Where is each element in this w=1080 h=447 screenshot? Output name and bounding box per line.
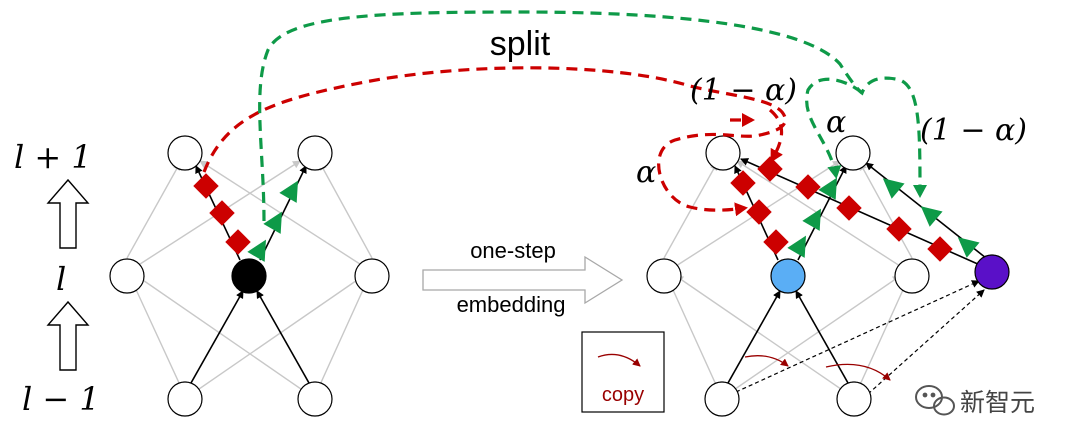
right-grey-edges <box>663 160 913 399</box>
right-node-bottom-left <box>704 381 740 417</box>
left-green-triangle-markers <box>247 180 298 262</box>
right-black-edges <box>727 158 987 384</box>
right-green-triangle-markers <box>787 177 980 258</box>
left-node-mid-right <box>354 258 390 294</box>
weight-labels: split (1 − α) α α (1 − α) <box>490 25 1027 190</box>
right-node-mid-right <box>894 258 930 294</box>
arrow-label-bottom: embedding <box>457 292 566 317</box>
right-node-bottom-right <box>836 381 872 417</box>
weight-left-alpha: α <box>636 155 656 190</box>
weight-left-one-minus-alpha: (1 − α) <box>690 73 797 108</box>
left-red-diamond-markers <box>193 173 251 255</box>
left-node-mid-left <box>109 258 145 294</box>
right-node-top-left <box>705 135 741 171</box>
right-graph <box>646 135 1010 417</box>
left-node-top-right <box>297 135 333 171</box>
left-node-top-left <box>167 135 203 171</box>
red-flow-paths <box>202 66 787 217</box>
copy-legend-label: copy <box>602 384 644 406</box>
weight-right-alpha: α <box>826 105 846 140</box>
left-graph <box>109 135 390 417</box>
right-node-mid-center-blue <box>770 258 806 294</box>
layer-label-lower: l − 1 <box>22 380 100 418</box>
left-node-bottom-right <box>297 381 333 417</box>
watermark-text: 新智元 <box>960 389 1035 417</box>
title-split: split <box>490 25 551 63</box>
right-node-top-right <box>835 135 871 171</box>
layer-label-middle: l <box>56 260 66 298</box>
layer-axis: l + 1 l l − 1 <box>14 138 100 418</box>
one-step-embedding-arrow: one-step embedding <box>422 238 624 317</box>
layer-label-upper: l + 1 <box>14 138 92 176</box>
green-flow-paths <box>258 10 927 222</box>
copy-arrow-icon <box>597 353 641 367</box>
weight-right-one-minus-alpha: (1 − α) <box>920 113 1027 148</box>
wechat-icon <box>915 385 955 416</box>
arrow-label-top: one-step <box>470 238 556 263</box>
copy-legend-box <box>581 331 665 413</box>
watermark: 新智元 <box>915 385 1035 417</box>
left-node-bottom-left <box>167 381 203 417</box>
up-arrow-icon-lower <box>46 300 90 371</box>
right-node-mid-left <box>646 258 682 294</box>
up-arrow-icon-upper <box>46 178 90 249</box>
right-dashed-edges <box>735 280 985 395</box>
copy-legend: copy <box>581 331 665 413</box>
right-copy-arrows <box>744 355 891 381</box>
left-node-mid-center-black <box>231 258 267 294</box>
right-node-split-purple <box>974 254 1010 290</box>
right-red-diamond-markers <box>730 156 953 262</box>
block-arrow-icon <box>422 255 624 305</box>
